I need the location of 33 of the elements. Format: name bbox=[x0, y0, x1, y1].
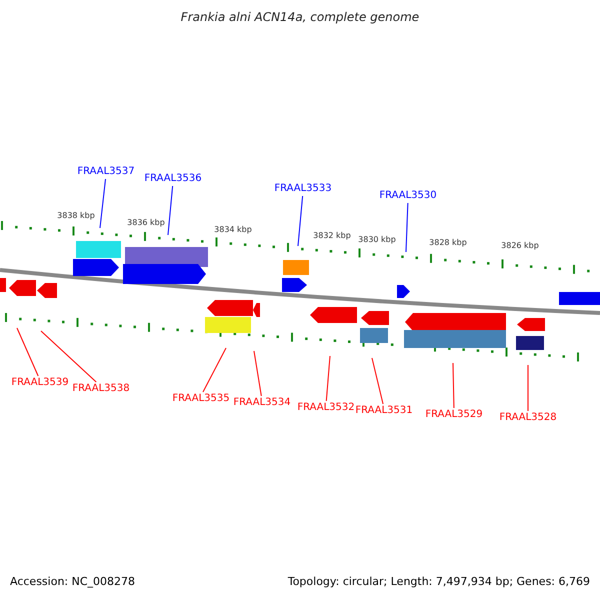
leader-line bbox=[298, 196, 304, 246]
gene-label: FRAAL3532 bbox=[297, 402, 355, 414]
leader-line bbox=[202, 348, 226, 392]
leader-line bbox=[452, 362, 454, 408]
scale-label: 3836 kbp bbox=[127, 218, 165, 227]
leader-line bbox=[40, 330, 97, 382]
gene-label: FRAAL3538 bbox=[72, 383, 130, 395]
scale-label: 3838 kbp bbox=[57, 211, 95, 220]
leader-line bbox=[254, 350, 262, 396]
gene-label: FRAAL3528 bbox=[499, 412, 557, 424]
leader-line bbox=[372, 358, 384, 404]
gene-label: FRAAL3531 bbox=[355, 405, 413, 417]
footer-text: Topology: circular; Length: 7,497,934 bp; Genes: 6,769 bbox=[288, 575, 590, 588]
gene-label: FRAAL3530 bbox=[379, 190, 437, 202]
footer-text: Accession: NC_008278 bbox=[10, 575, 136, 588]
leader-line bbox=[168, 186, 174, 236]
leader-line bbox=[16, 328, 39, 376]
gene-label: FRAAL3536 bbox=[144, 173, 202, 185]
gene-label: FRAAL3529 bbox=[425, 409, 483, 421]
scale-label: 3834 kbp bbox=[214, 225, 252, 234]
leader-line bbox=[406, 202, 408, 252]
gene-label: FRAAL3539 bbox=[11, 377, 69, 389]
gene-label: FRAAL3535 bbox=[172, 393, 230, 405]
scale-label: 3826 kbp bbox=[501, 241, 539, 250]
scale-label: 3832 kbp bbox=[313, 231, 351, 240]
leader-line bbox=[326, 356, 330, 402]
gene-label: FRAAL3534 bbox=[233, 397, 291, 409]
gene-label: FRAAL3533 bbox=[274, 183, 332, 195]
scale-label: 3830 kbp bbox=[358, 235, 396, 244]
gene-label: FRAAL3537 bbox=[77, 166, 135, 178]
scale-label: 3828 kbp bbox=[429, 238, 467, 247]
leader-line bbox=[100, 178, 106, 228]
title: Frankia alni ACN14a, complete genome bbox=[180, 10, 420, 24]
